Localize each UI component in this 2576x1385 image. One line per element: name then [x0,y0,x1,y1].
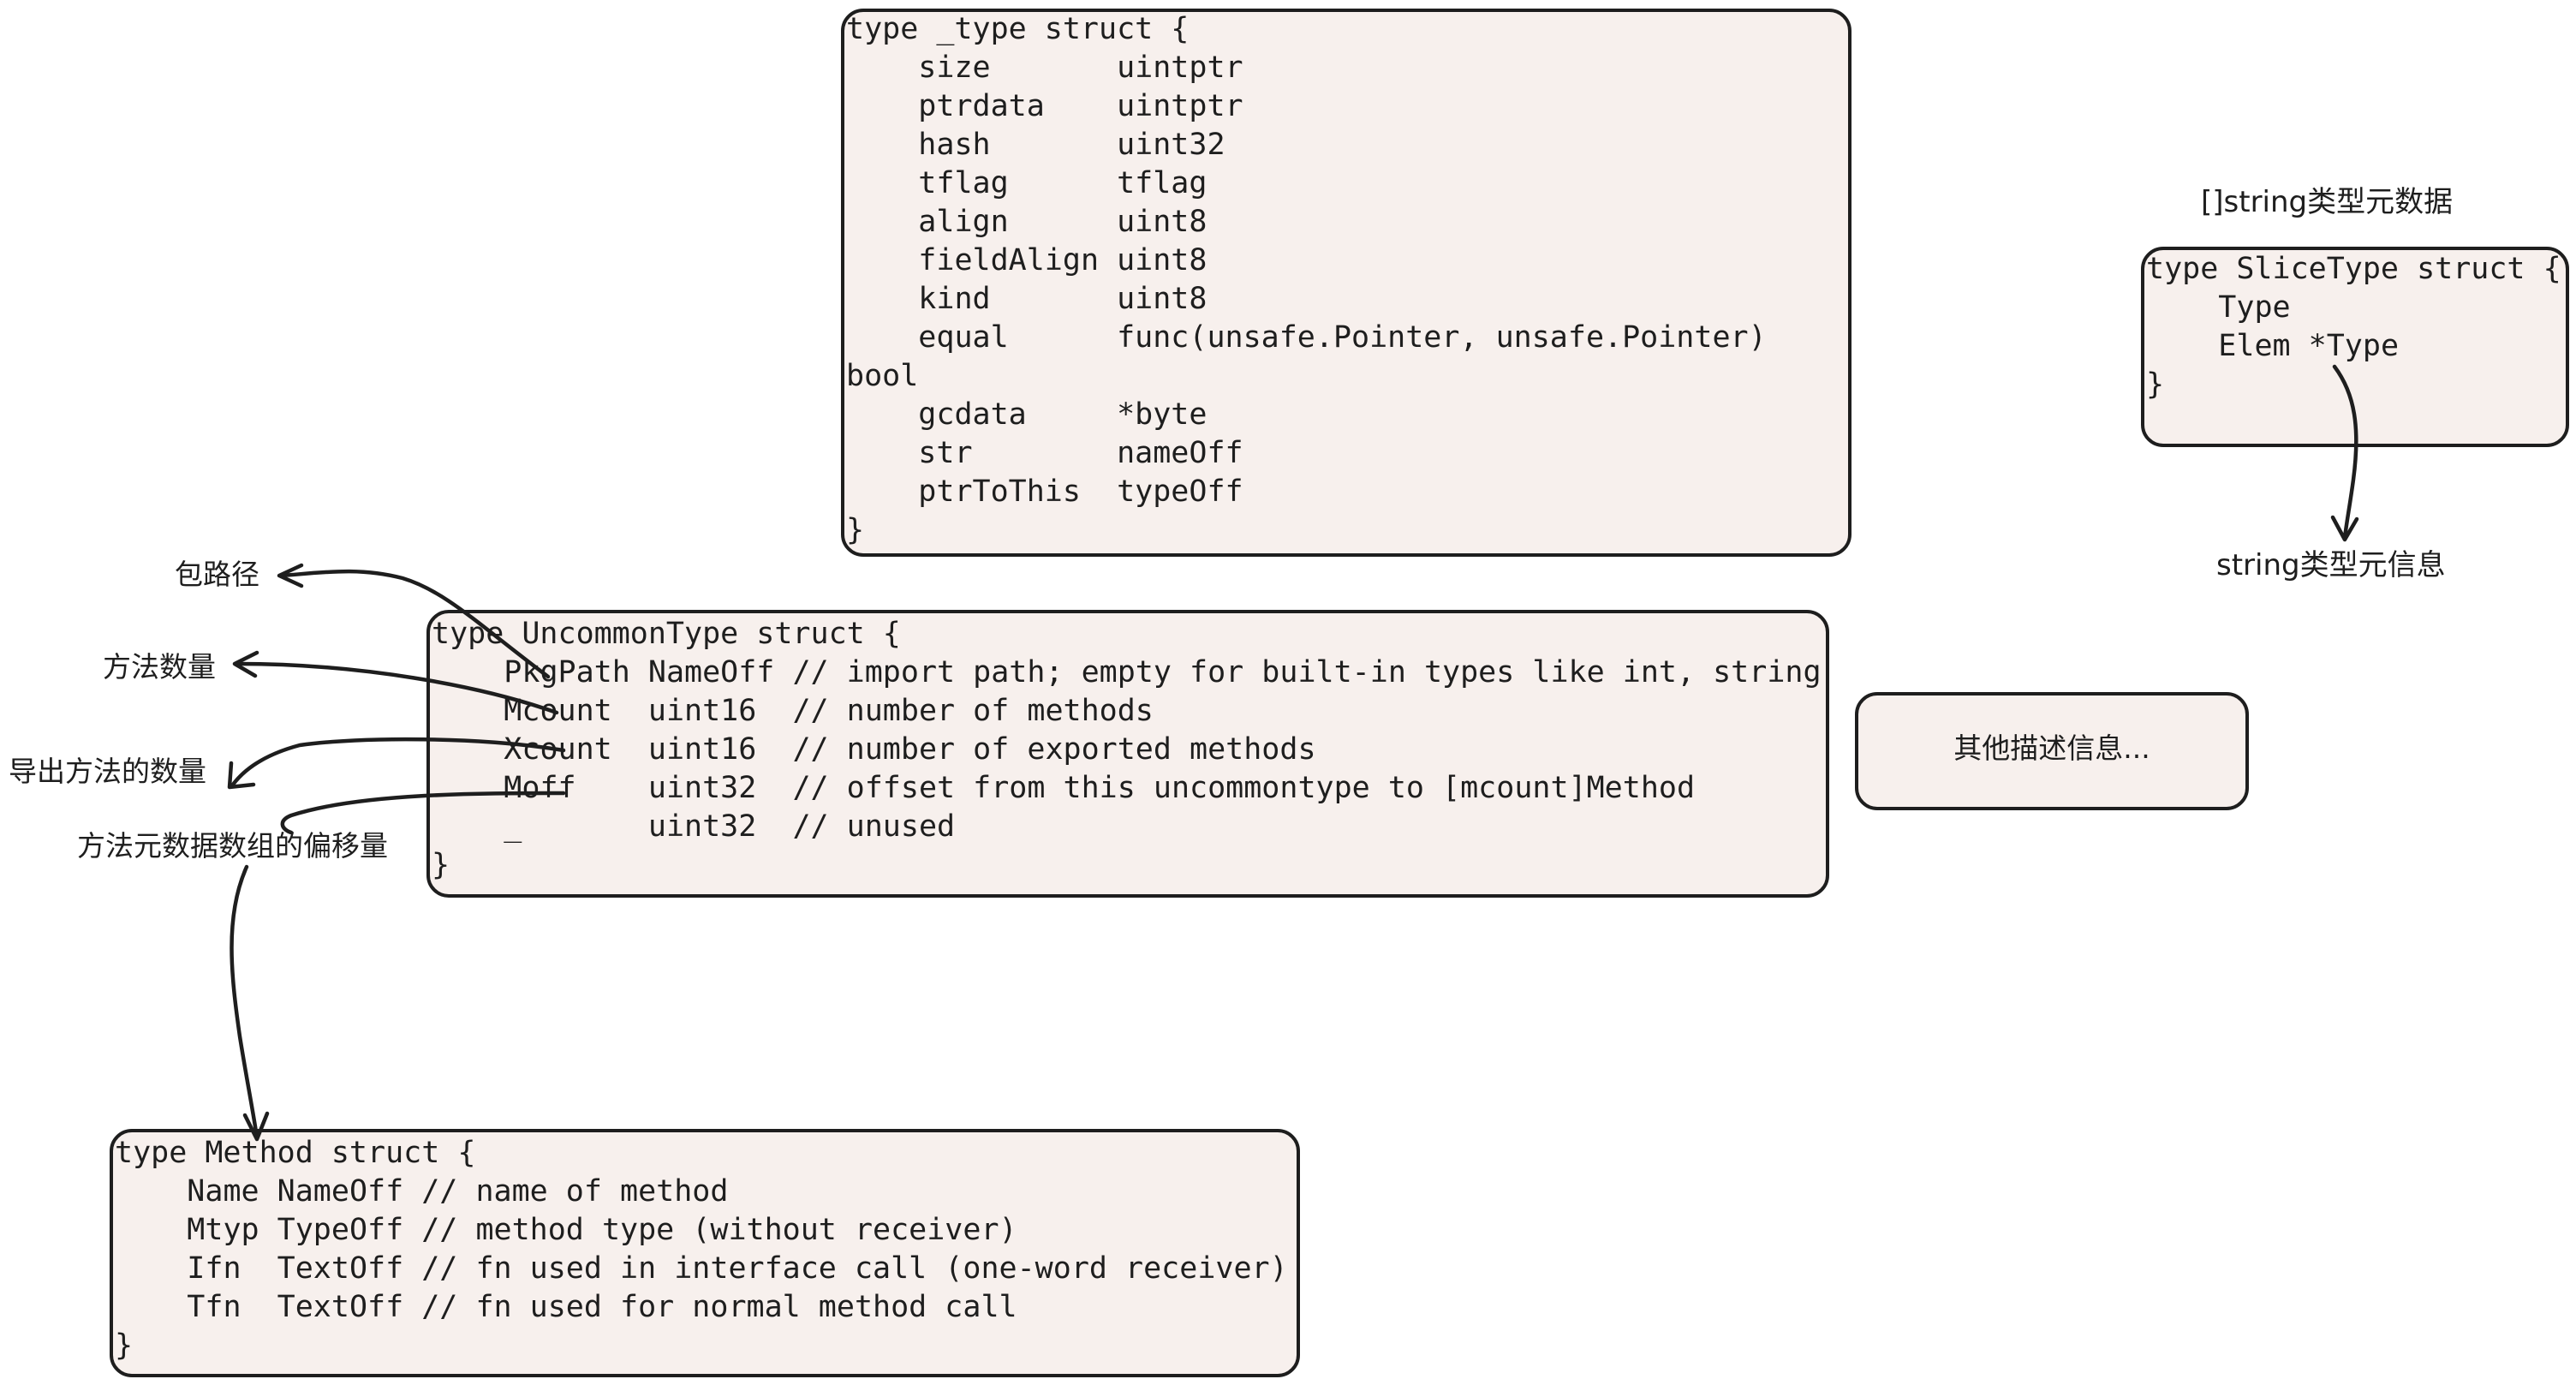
method-struct-line: type Method struct { [115,1136,476,1170]
slice-type-line: Elem *Type [2146,329,2400,363]
slice-type-code: type SliceType struct { Type Elem *Type … [2146,250,2561,404]
method-struct-line: } [115,1328,134,1363]
type-struct-line: equal func(unsafe.Pointer, unsafe.Pointe… [846,320,1767,355]
type-struct-line: ptrdata uintptr [846,89,1243,123]
other-description-label: 其他描述信息... [1953,731,2150,765]
method-struct-line: Ifn TextOff // fn used in interface call… [115,1251,1288,1286]
mcount-arrowhead [232,650,259,678]
moff-arrow-down [230,864,259,1140]
other-description-box [1855,692,2249,810]
method-struct-line: Name NameOff // name of method [115,1174,729,1209]
method-struct-box [110,1129,1300,1377]
method-struct-line: Mtyp TypeOff // method type (without rec… [115,1213,1017,1247]
mcount-annotation: 方法数量 [103,650,216,684]
xcount-arrowhead [227,761,256,790]
type-struct-line: type _type struct { [846,12,1190,46]
pkgpath-annotation: 包路径 [175,558,259,591]
type-struct-line: align uint8 [846,205,1208,239]
slice-type-line: } [2146,367,2165,402]
uncommon-type-line: PkgPath NameOff // import path; empty fo… [432,655,1822,690]
type-struct-code: type _type struct { size uintptr ptrdata… [846,10,1767,550]
uncommon-type-code: type UncommonType struct { PkgPath NameO… [432,615,1822,885]
method-struct-code: type Method struct { Name NameOff // nam… [115,1134,1288,1365]
type-struct-line: fieldAlign uint8 [846,243,1208,278]
pkgpath-arrowhead [277,563,304,588]
uncommon-type-line: Moff uint32 // offset from this uncommon… [432,771,1696,805]
type-struct-line: bool [846,359,919,393]
type-struct-line: ptrToThis typeOff [846,475,1243,509]
uncommon-type-line: Xcount uint16 // number of exported meth… [432,732,1316,767]
uncommon-type-line: } [432,848,450,882]
type-struct-box [841,9,1852,557]
xcount-annotation: 导出方法的数量 [9,755,206,788]
slice-type-line: Type [2146,290,2291,325]
type-struct-line: str nameOff [846,436,1243,470]
uncommon-type-line: Mcount uint16 // number of methods [432,694,1154,728]
uncommon-type-line: _ uint32 // unused [432,809,956,844]
string-type-info-label: string类型元信息 [2216,548,2446,582]
elem-arrowhead [2330,515,2359,542]
slice-type-title: []string类型元数据 [2201,185,2454,219]
type-struct-line: tflag tflag [846,166,1208,200]
type-struct-line: size uintptr [846,51,1243,85]
type-struct-line: gcdata *byte [846,397,1208,432]
type-struct-line: } [846,513,865,547]
type-struct-line: hash uint32 [846,128,1225,162]
type-struct-line: kind uint8 [846,282,1208,316]
method-struct-line: Tfn TextOff // fn used for normal method… [115,1290,1017,1324]
uncommon-type-line: type UncommonType struct { [432,617,901,651]
slice-type-line: type SliceType struct { [2146,252,2561,286]
moff-annotation: 方法元数据数组的偏移量 [77,829,388,863]
uncommon-type-box [426,610,1829,898]
